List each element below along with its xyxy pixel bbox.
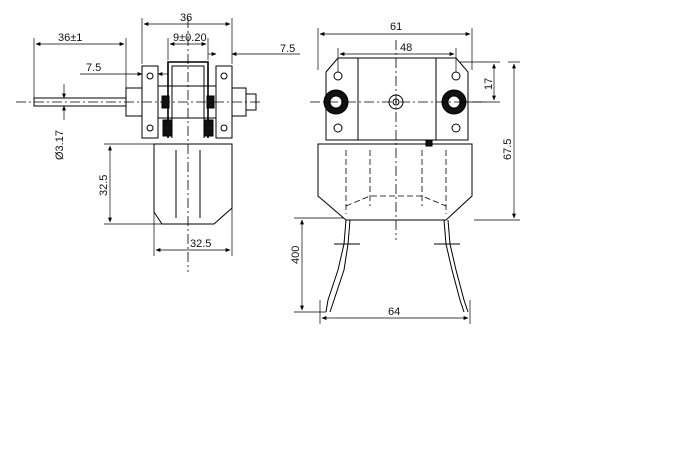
front-coil-body xyxy=(317,143,473,221)
dim-top-height: 17 xyxy=(483,78,495,90)
dim-overall-height: 67.5 xyxy=(502,139,514,160)
mount-hole-br xyxy=(451,123,461,133)
front-coil-marker xyxy=(425,139,433,147)
dim-bottom-width: 32.5 xyxy=(190,238,211,250)
right-bracket-hole-bottom xyxy=(220,124,228,132)
mounting-plate-inner xyxy=(357,58,437,140)
lead-wire-right xyxy=(443,219,465,313)
stator-core-inner xyxy=(171,65,205,138)
coil-band-right xyxy=(203,119,214,137)
mount-hole-tr xyxy=(451,71,461,81)
rotor-band-right xyxy=(206,95,215,109)
side-view: 36±1 36 9±0.20 7.5 7.5 Ø3.17 32.5 32.5 xyxy=(16,12,300,272)
dim-shaft-dia: Ø3.17 xyxy=(54,130,66,160)
dim-hole-spacing: 48 xyxy=(400,42,412,54)
dim-core-width: 9±0.20 xyxy=(173,32,207,44)
dim-shaft-length: 36±1 xyxy=(58,32,82,44)
dim-lead-span: 64 xyxy=(388,306,400,318)
dim-right-gap: 7.5 xyxy=(280,43,295,55)
left-bracket-hole-top xyxy=(146,72,154,80)
mount-hole-tl xyxy=(333,71,343,81)
dim-overall-width: 61 xyxy=(390,21,402,33)
dim-36: 36 xyxy=(180,12,192,24)
coil-body-inner xyxy=(175,150,201,218)
shaft-tail xyxy=(245,93,257,111)
rotor-band-left xyxy=(161,95,170,109)
front-coil-hidden-b xyxy=(345,195,447,207)
lead-wire-left xyxy=(325,219,347,313)
lead-wire-left-b xyxy=(329,219,351,313)
mount-hole-bl xyxy=(333,123,343,133)
lead-wire-right-b xyxy=(447,219,469,313)
dim-lead-length: 400 xyxy=(290,246,302,264)
coil-band-left xyxy=(162,119,173,137)
dim-left-gap: 7.5 xyxy=(86,62,101,74)
right-bracket-hole-top xyxy=(220,72,228,80)
left-bracket-hole-bottom xyxy=(146,124,154,132)
front-coil-hidden xyxy=(345,150,447,214)
dim-height: 32.5 xyxy=(98,175,110,196)
front-view: 61 48 17 67.5 400 64 xyxy=(290,21,520,324)
rotor xyxy=(157,85,217,119)
coil-body xyxy=(153,143,233,225)
